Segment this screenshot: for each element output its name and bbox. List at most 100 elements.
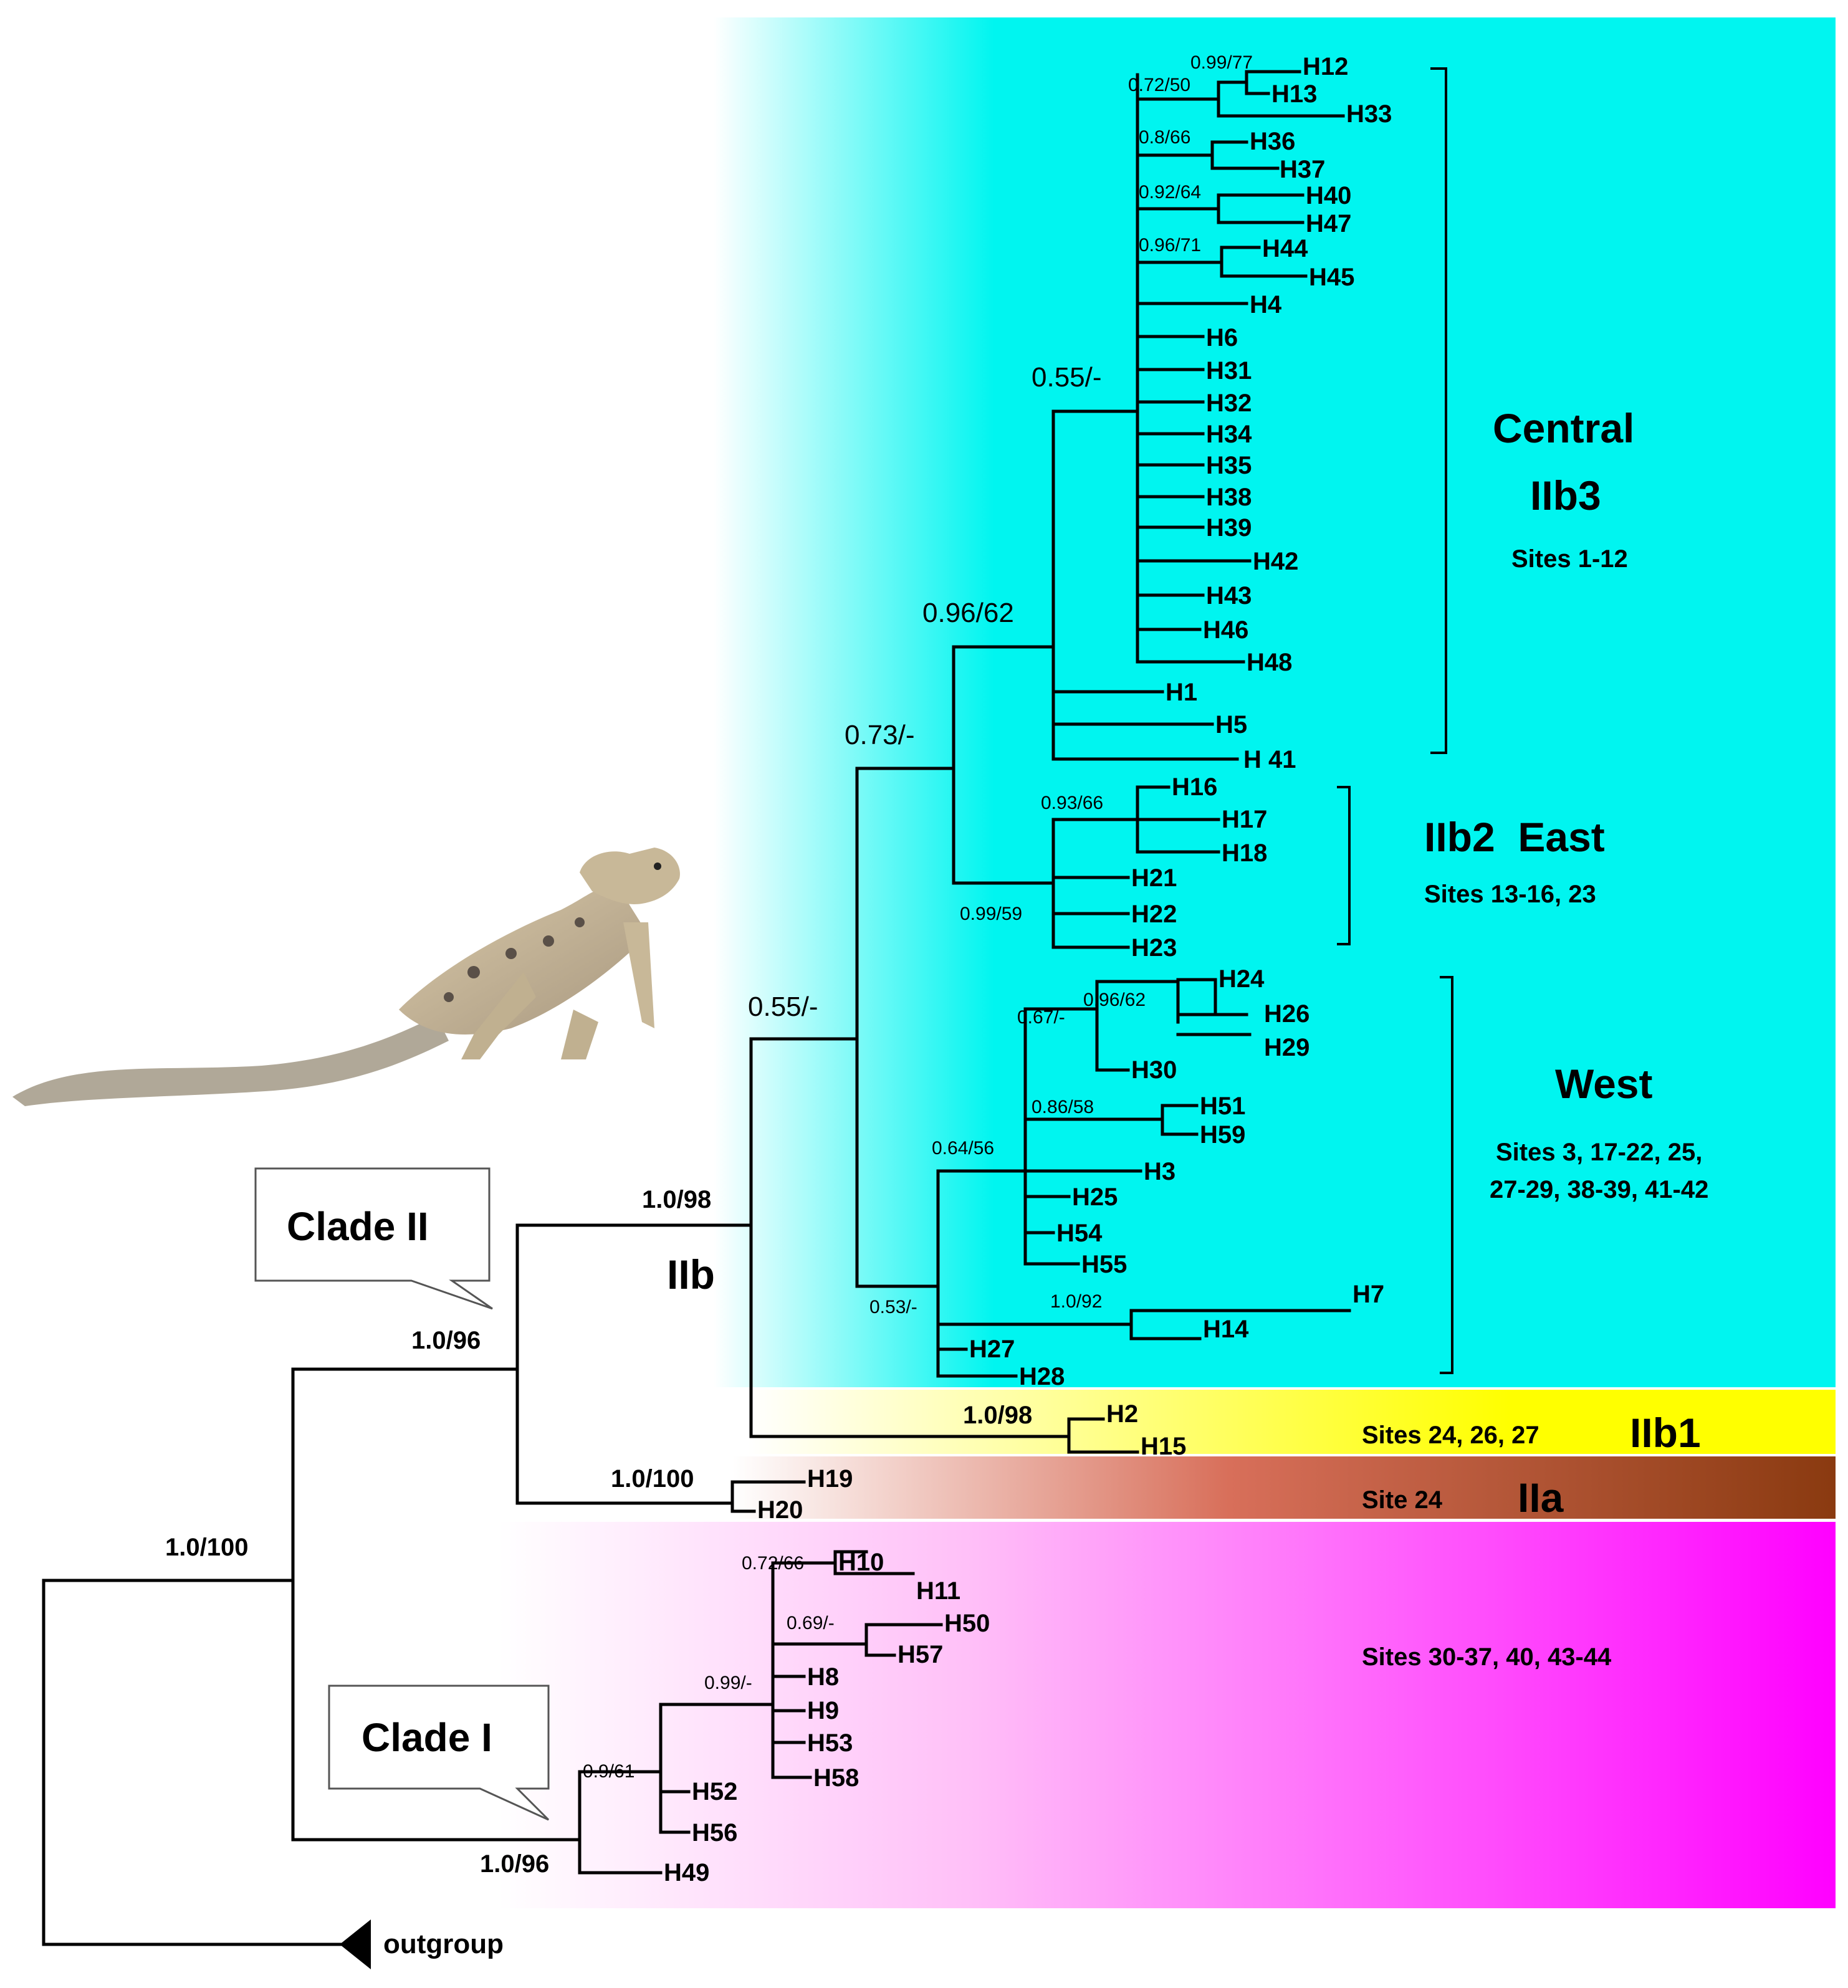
tip-label: H31 [1206,357,1252,385]
iib1-background [748,1390,1836,1454]
tip-label: H16 [1172,773,1217,801]
support-value: 0.53/- [869,1297,917,1317]
tip-label: H26 [1264,1000,1309,1028]
group-title-west: West [1555,1061,1653,1107]
central-clade-background [714,17,1836,1387]
tip-label: H12 [1303,53,1348,80]
support-value: 0.55/- [1032,362,1102,393]
support-value: 0.72/50 [1128,75,1190,95]
tip-label: H5 [1215,711,1247,738]
support-value: 0.92/64 [1139,182,1201,203]
tip-label: H8 [807,1663,839,1691]
tip-label: H15 [1141,1433,1186,1460]
support-value: 0.69/- [787,1613,835,1633]
sites-west-line1: Sites 3, 17-22, 25, [1496,1139,1702,1166]
tip-label: H53 [807,1729,853,1757]
sites-iia: Site 24 [1362,1486,1443,1514]
tip-label: H59 [1200,1121,1245,1149]
tip-label: H32 [1206,389,1252,417]
tip-label: H24 [1218,965,1265,993]
support-value: 0.96/62 [1083,990,1146,1010]
tip-label: H34 [1206,421,1252,448]
clade-i-callout: Clade I [328,1685,550,1821]
group-title-iib3: IIb3 [1530,472,1601,519]
tip-label: H28 [1019,1363,1065,1390]
tip-label: H2 [1106,1400,1138,1428]
tip-label: H45 [1309,264,1354,291]
tip-label: H9 [807,1697,839,1724]
tip-label: H33 [1346,100,1392,128]
sites-central: Sites 1-12 [1511,545,1628,573]
tip-label: H19 [807,1465,853,1493]
iia-background [732,1456,1836,1519]
tip-label: H23 [1131,934,1177,962]
support-value: 1.0/96 [480,1850,549,1878]
support-values: 0.99/77 0.72/50 0.8/66 0.92/64 0.96/71 0… [165,52,1253,1878]
tip-label: H25 [1072,1183,1118,1211]
support-value: 0.99/- [704,1673,752,1693]
tip-label: H37 [1280,156,1325,183]
central-bracket [1430,67,1447,754]
tip-label: H40 [1306,182,1351,209]
tip-label: H39 [1206,514,1252,542]
clade-ii-label: Clade II [287,1204,429,1249]
support-value: 0.86/58 [1032,1097,1094,1117]
group-title-iib1: IIb1 [1630,1410,1701,1456]
support-value: 0.93/66 [1041,793,1103,813]
clade-i-background [499,1522,1836,1908]
clade-ii-callout: Clade II [254,1167,493,1310]
group-title-iib: IIb [667,1251,715,1297]
group-title-iib2-east: IIb2 East [1424,814,1605,860]
tip-label: H36 [1250,128,1295,155]
group-title-iia: IIa [1518,1474,1564,1521]
tip-label: H3 [1144,1158,1175,1185]
west-bracket [1440,976,1453,1374]
tip-label: H6 [1206,324,1238,351]
sites-iib1: Sites 24, 26, 27 [1362,1422,1539,1449]
tip-label: H17 [1222,806,1267,833]
group-labels: Central IIb3 Sites 1-12 IIb2 East Sites … [667,405,1708,1671]
tip-label: H10 [838,1549,884,1576]
tip-labels: H12 H13 H33 H36 H37 H40 H47 H44 H45 H4 H… [383,53,1392,1959]
tip-label: H49 [664,1859,709,1886]
tip-label: H18 [1222,839,1267,867]
tip-label: H54 [1056,1220,1103,1247]
tip-label: H14 [1203,1316,1249,1343]
sites-east: Sites 13-16, 23 [1424,881,1596,908]
tip-label: H29 [1264,1034,1309,1061]
tip-label: H7 [1352,1281,1384,1308]
support-value: 1.0/96 [411,1327,481,1354]
support-value: 0.96/62 [922,598,1014,628]
tip-label: H43 [1206,582,1252,609]
tip-label: H1 [1166,679,1197,706]
tip-label: H55 [1081,1251,1127,1278]
tip-label: H 41 [1243,746,1296,773]
support-value: 0.9/61 [583,1761,634,1782]
tip-label: H52 [692,1778,737,1805]
support-value: 1.0/98 [642,1186,711,1213]
sites-clade-i: Sites 30-37, 40, 43-44 [1362,1643,1612,1671]
tip-label: H58 [813,1764,859,1792]
tip-label: H30 [1131,1056,1177,1084]
outgroup-triangle [340,1919,371,1969]
tip-label: H44 [1262,235,1308,262]
support-value: 0.73/- [845,720,915,750]
clade-i-label: Clade I [361,1715,492,1760]
support-value: 0.64/56 [932,1138,994,1159]
support-value: 1.0/92 [1050,1291,1102,1312]
support-value: 0.55/- [748,992,818,1022]
support-value: 1.0/100 [165,1534,248,1561]
sites-west-line2: 27-29, 38-39, 41-42 [1490,1176,1708,1203]
tip-label: H13 [1271,80,1317,108]
tip-label: H50 [944,1610,990,1637]
tip-label: H27 [969,1336,1015,1363]
lizard-illustration [12,848,680,1106]
tree-branches [42,70,1351,1946]
tip-label: H51 [1200,1092,1245,1120]
support-value: 0.72/66 [742,1553,804,1574]
support-value: 0.8/66 [1139,127,1190,148]
tip-label: H4 [1250,291,1282,318]
group-brackets [1337,67,1453,1374]
